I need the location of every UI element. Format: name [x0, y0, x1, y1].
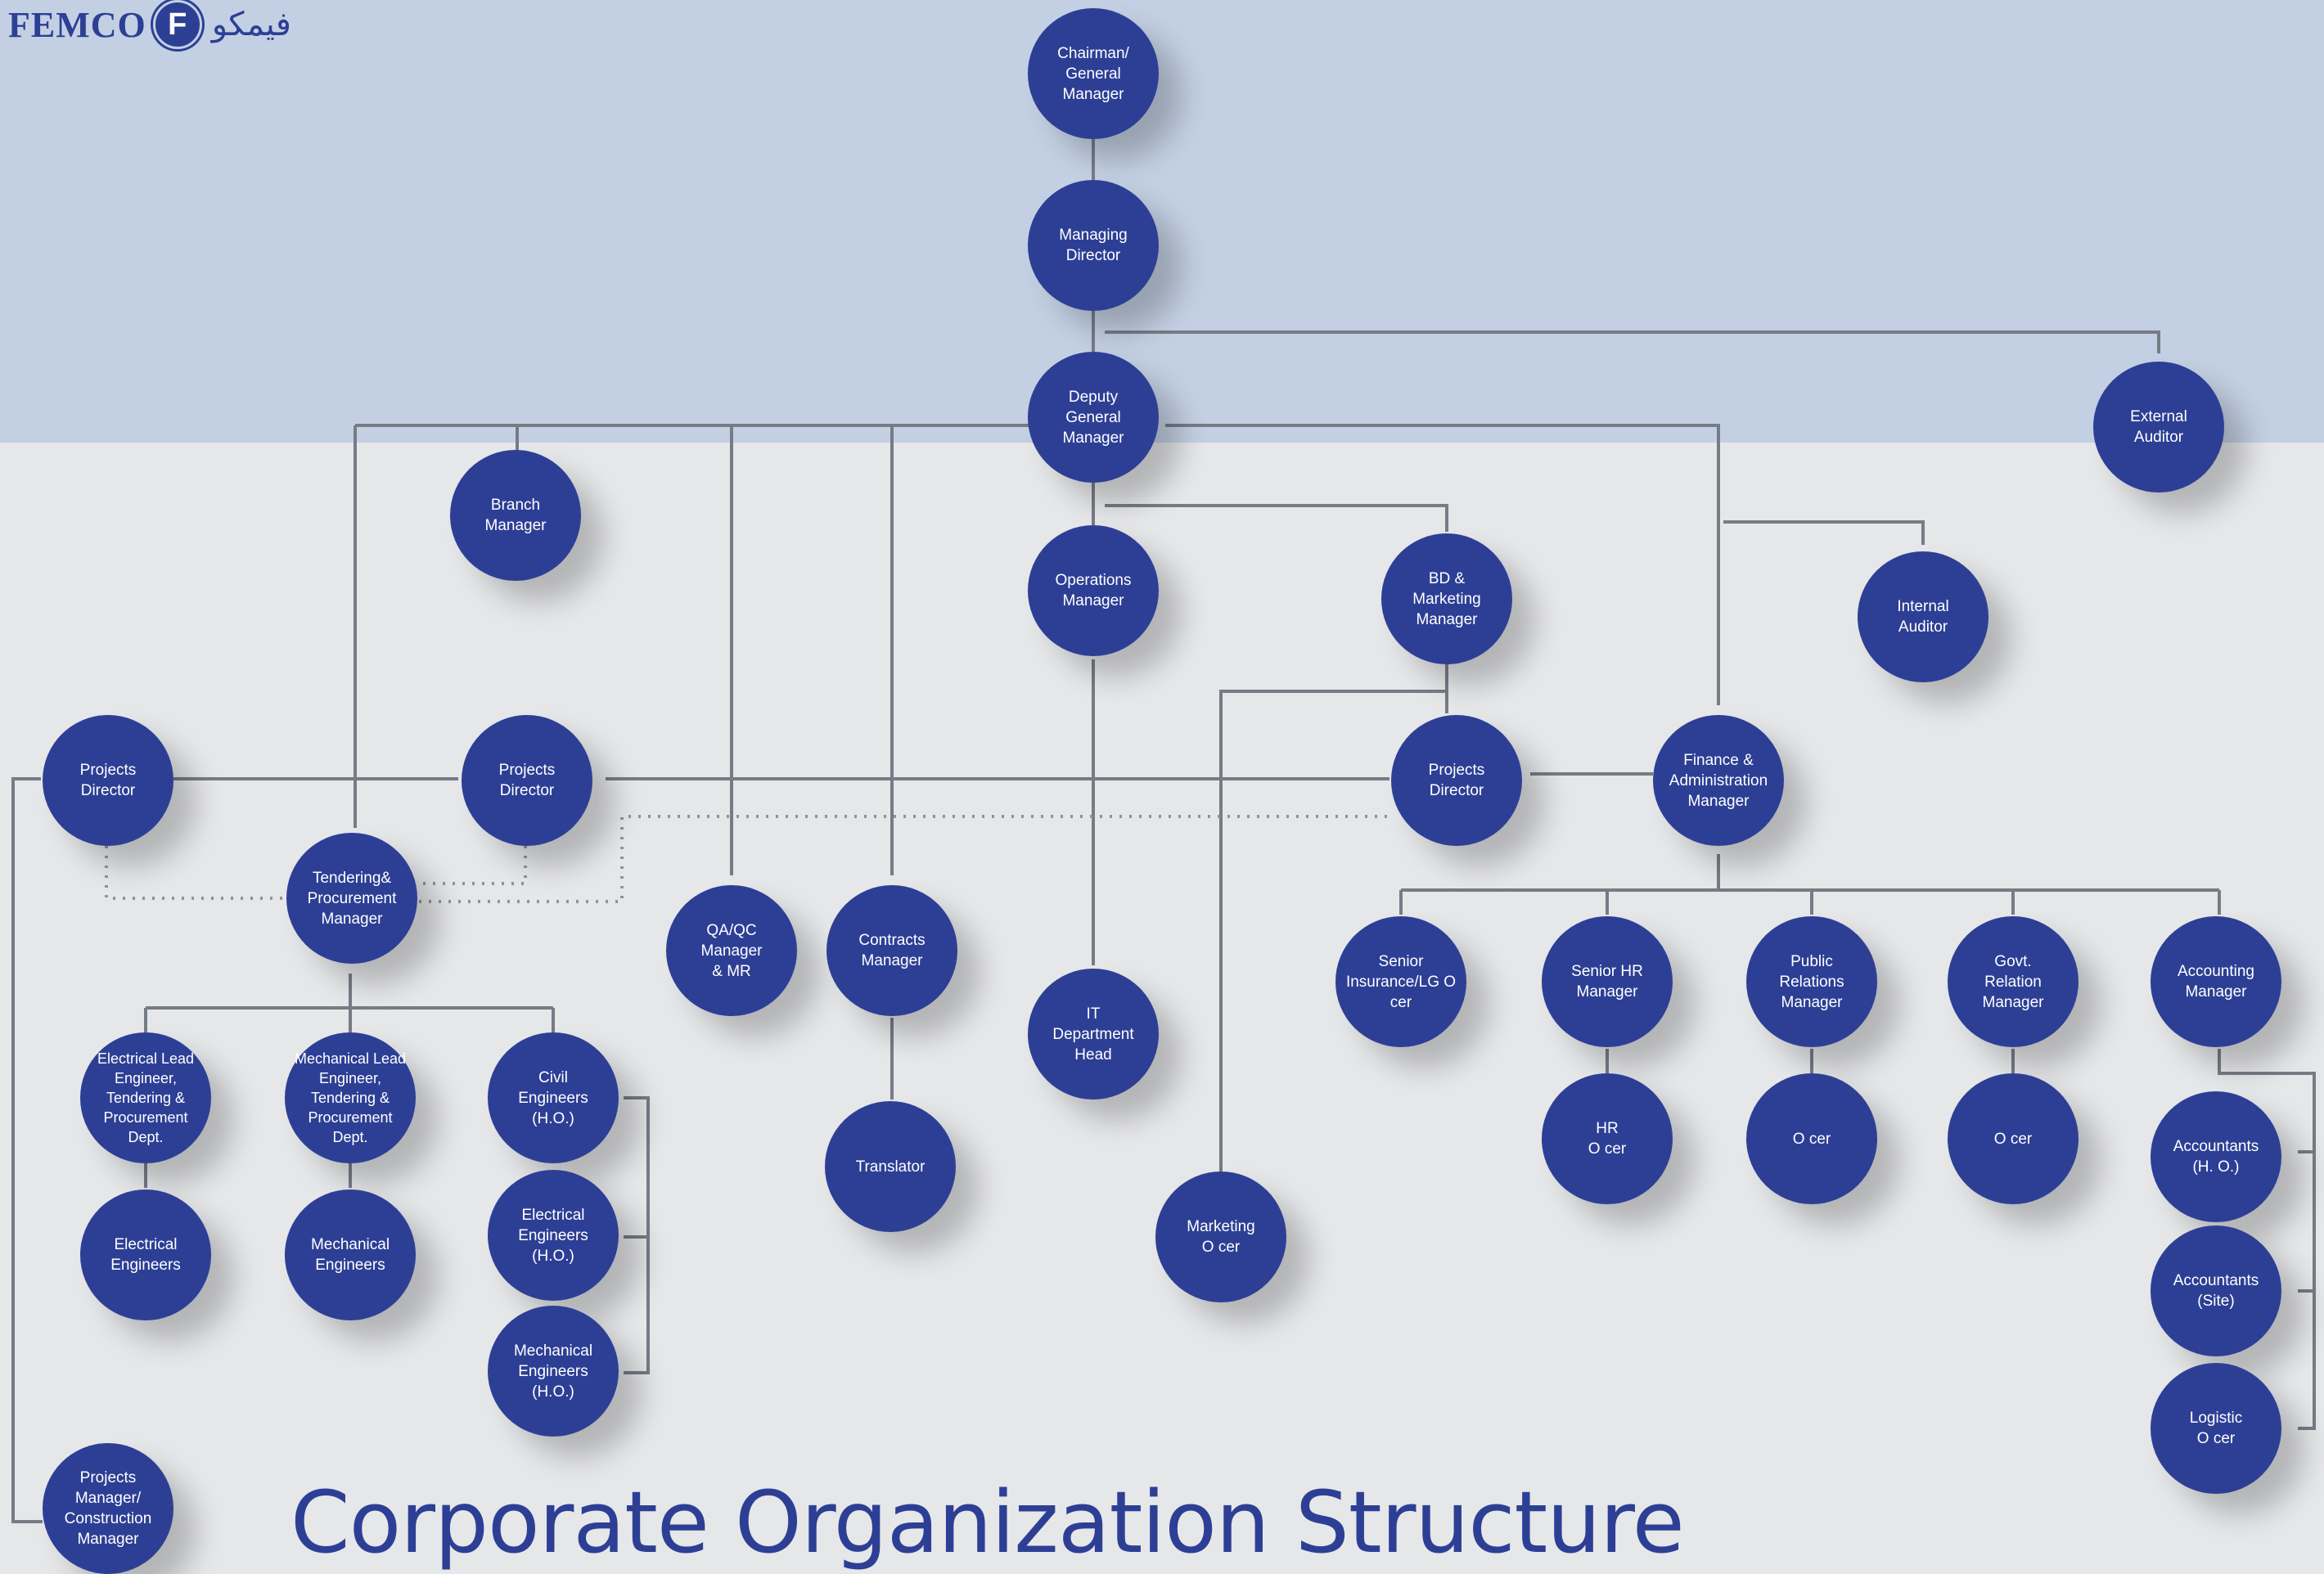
node-label: Mechanical Engineers — [310, 1236, 390, 1274]
node-accountants-site: Accountants (Site) — [2151, 1225, 2281, 1356]
node-projects-manager-construction: Projects Manager/ Construction Manager — [43, 1443, 173, 1574]
node-label: Deputy General Manager — [1062, 388, 1124, 447]
node-label: Projects Manager/ Construction Manager — [64, 1469, 152, 1548]
node-label: Managing Director — [1059, 227, 1128, 264]
node-label: BD & Marketing Manager — [1412, 569, 1481, 628]
node-label: IT Department Head — [1052, 1005, 1134, 1064]
node-label: Accountants (H. O.) — [2173, 1138, 2259, 1176]
node-label: Tendering& Procurement Manager — [307, 869, 397, 928]
node-label: Mechanical Engineers (H.O.) — [513, 1342, 593, 1401]
node-label: Projects Director — [498, 762, 556, 799]
node-label: Finance & Administration Manager — [1669, 751, 1768, 810]
node-public-relations-manager: Public Relations Manager — [1746, 916, 1877, 1047]
node-label: Electrical Engineers — [110, 1236, 181, 1274]
node-label: Contracts Manager — [858, 932, 926, 969]
node-label: O cer — [1993, 1130, 2033, 1148]
node-projects-director-left: Projects Director — [43, 715, 173, 846]
node-label: Accountants (Site) — [2173, 1272, 2259, 1310]
node-label: Senior HR Manager — [1571, 963, 1643, 1001]
node-accounting-manager: Accounting Manager — [2151, 916, 2281, 1047]
node-civil-engineers-ho: Civil Engineers (H.O.) — [488, 1032, 619, 1163]
node-label: Senior Insurance/LG O cer — [1345, 952, 1457, 1011]
node-govt-officer: O cer — [1948, 1073, 2079, 1204]
node-managing-director: Managing Director — [1028, 180, 1159, 311]
company-logo: FEMCO F فيمكو — [8, 0, 291, 49]
node-marketing-officer: Marketing O cer — [1155, 1172, 1286, 1302]
node-operations-manager: Operations Manager — [1028, 525, 1159, 656]
logo-mark-letter: F — [168, 7, 187, 42]
node-projects-director-right: Projects Director — [1391, 715, 1522, 846]
node-label: Mechanical Lead Engineer, Tendering & Pr… — [294, 1050, 407, 1145]
node-chairman: Chairman/ General Manager — [1028, 8, 1159, 139]
node-label: Projects Director — [1428, 762, 1485, 799]
node-label: HR O cer — [1588, 1120, 1627, 1158]
node-external-auditor: External Auditor — [2093, 362, 2224, 492]
node-senior-insurance-officer: Senior Insurance/LG O cer — [1335, 916, 1466, 1047]
node-label: Electrical Engineers (H.O.) — [518, 1206, 588, 1265]
node-finance-admin-manager: Finance & Administration Manager — [1653, 715, 1784, 846]
node-label: External Auditor — [2130, 408, 2187, 446]
node-bd-marketing-manager: BD & Marketing Manager — [1381, 533, 1512, 664]
node-label: Operations Manager — [1055, 572, 1132, 609]
node-label: Logistic O cer — [2189, 1410, 2243, 1447]
node-label: Marketing O cer — [1187, 1218, 1255, 1256]
node-deputy-general-manager: Deputy General Manager — [1028, 352, 1159, 483]
node-mechanical-lead-engineer: Mechanical Lead Engineer, Tendering & Pr… — [285, 1032, 416, 1163]
node-label: Chairman/ General Manager — [1057, 44, 1129, 103]
logo-arabic-text: فيمكو — [211, 6, 291, 43]
node-govt-relation-manager: Govt. Relation Manager — [1948, 916, 2079, 1047]
node-senior-hr-manager: Senior HR Manager — [1542, 916, 1673, 1047]
node-qaqc-manager: QA/QC Manager & MR — [666, 885, 797, 1016]
node-mechanical-engineers-ho: Mechanical Engineers (H.O.) — [488, 1306, 619, 1437]
node-label: Accounting Manager — [2177, 963, 2254, 1001]
node-label: Govt. Relation Manager — [1982, 952, 2044, 1011]
node-it-department-head: IT Department Head — [1028, 969, 1159, 1100]
node-accountants-ho: Accountants (H. O.) — [2151, 1091, 2281, 1222]
node-pr-officer: O cer — [1746, 1073, 1877, 1204]
node-electrical-engineers: Electrical Engineers — [80, 1189, 211, 1320]
node-label: Electrical Lead Engineer, Tendering & Pr… — [97, 1050, 195, 1145]
header-band — [0, 0, 2324, 443]
node-label: Public Relations Manager — [1779, 952, 1844, 1011]
node-translator: Translator — [825, 1101, 956, 1232]
node-label: Branch Manager — [484, 497, 547, 534]
node-hr-officer: HR O cer — [1542, 1073, 1673, 1204]
node-electrical-lead-engineer: Electrical Lead Engineer, Tendering & Pr… — [80, 1032, 211, 1163]
node-electrical-engineers-ho: Electrical Engineers (H.O.) — [488, 1170, 619, 1301]
node-mechanical-engineers: Mechanical Engineers — [285, 1189, 416, 1320]
node-logistic-officer: Logistic O cer — [2151, 1363, 2281, 1494]
page-title: Corporate Organization Structure — [290, 1473, 1685, 1572]
node-branch-manager: Branch Manager — [450, 450, 581, 581]
node-label: Projects Director — [79, 762, 137, 799]
logo-text: FEMCO — [8, 4, 146, 45]
node-label: QA/QC Manager & MR — [700, 921, 763, 980]
node-label: Internal Auditor — [1897, 598, 1949, 636]
node-projects-director-mid: Projects Director — [462, 715, 592, 846]
node-label: Translator — [855, 1158, 926, 1176]
node-tendering-manager: Tendering& Procurement Manager — [286, 833, 417, 964]
node-internal-auditor: Internal Auditor — [1858, 551, 1988, 682]
node-label: Civil Engineers (H.O.) — [518, 1068, 588, 1127]
logo-mark-icon: F — [152, 0, 202, 49]
node-label: O cer — [1792, 1130, 1831, 1148]
node-contracts-manager: Contracts Manager — [826, 885, 957, 1016]
